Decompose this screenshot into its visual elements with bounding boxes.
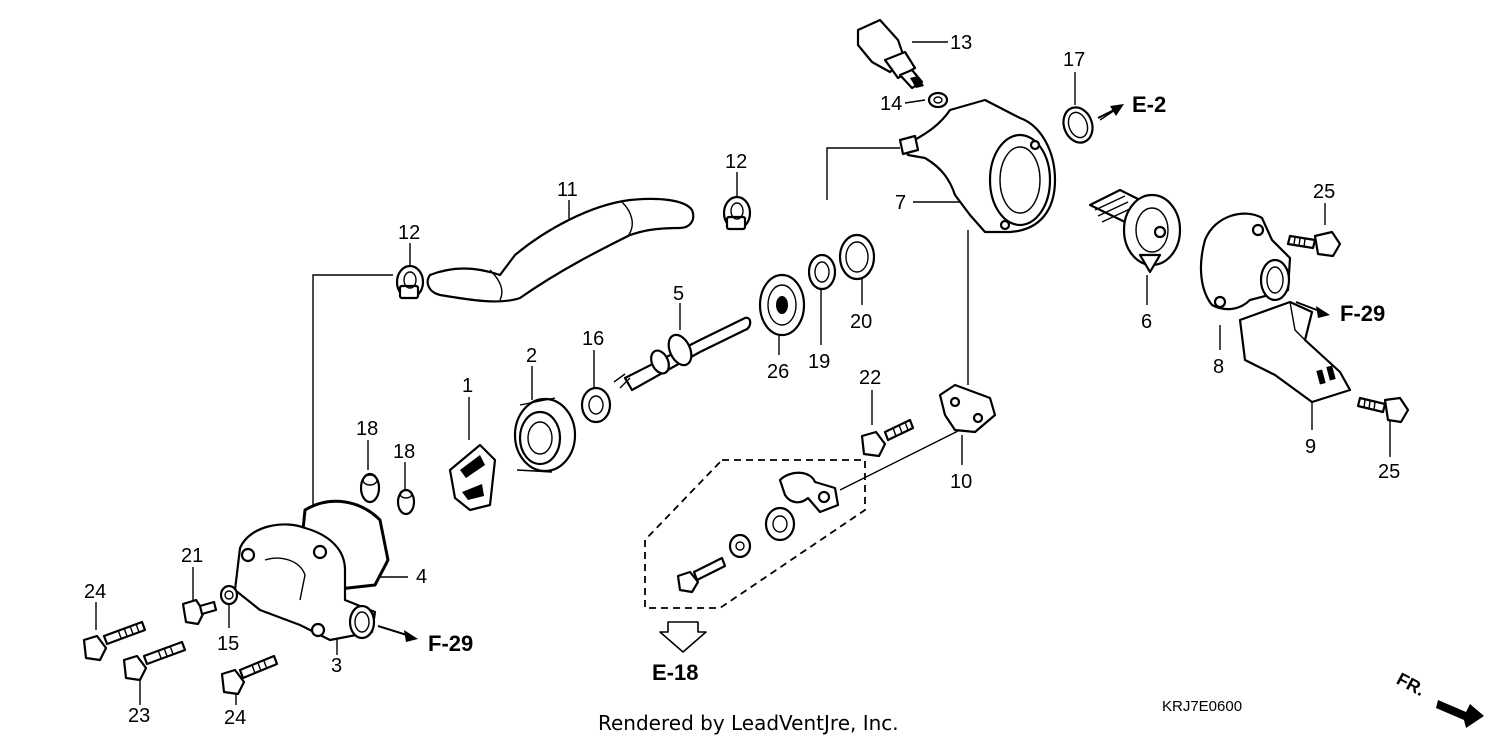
cover-bolt-middle (122, 640, 187, 682)
callout-16: 16 (582, 328, 604, 350)
dowel-pin-left (359, 472, 381, 504)
callout-12-right: 12 (725, 151, 747, 173)
diagram-code: KRJ7E0600 (1162, 698, 1242, 715)
mechanical-seal (513, 397, 577, 473)
callout-25-upper: 25 (1313, 181, 1335, 203)
temperature-sensor (856, 18, 924, 90)
callout-6: 6 (1141, 311, 1152, 333)
oil-seal (807, 253, 837, 291)
sealing-washer (927, 91, 949, 109)
callout-13: 13 (950, 32, 972, 54)
callout-24-left: 24 (84, 581, 106, 603)
arrow-right-icon (1295, 301, 1330, 318)
cover-bolt-upper (82, 620, 147, 662)
callout-12-left: 12 (398, 222, 420, 244)
stay-bolt (860, 418, 915, 458)
callout-3: 3 (331, 655, 342, 677)
hose-clamp-right (722, 195, 752, 231)
thermostat-housing (898, 98, 1057, 234)
ball-bearing (758, 273, 806, 337)
callout-1: 1 (462, 375, 473, 397)
dowel-pin-right (396, 488, 416, 516)
callout-18-left: 18 (356, 418, 378, 440)
callout-22: 22 (859, 367, 881, 389)
front-direction-arrow-icon (1436, 700, 1484, 728)
arrow-right-icon (1097, 104, 1124, 119)
hose-stay (839, 383, 997, 491)
pump-shaft (613, 316, 752, 392)
callout-24-right: 24 (224, 707, 246, 729)
down-arrow-icon (659, 621, 707, 653)
reference-f29-left: F-29 (428, 631, 473, 656)
seal-washer (580, 386, 612, 424)
callout-17: 17 (1063, 49, 1085, 71)
callout-23: 23 (128, 705, 150, 727)
callout-10: 10 (950, 471, 972, 493)
callout-15: 15 (217, 633, 239, 655)
sub-assembly-group (644, 459, 866, 609)
callout-9: 9 (1305, 436, 1316, 458)
reference-e2: E-2 (1132, 92, 1166, 117)
render-credit: Rendered by LeadVentJre, Inc. (598, 711, 899, 735)
o-ring (1062, 106, 1094, 144)
reference-f29-right: F-29 (1340, 301, 1385, 326)
flange-bolt-upper (1286, 230, 1342, 258)
mounting-bracket (1238, 300, 1352, 404)
callout-labels: 1 2 3 4 5 6 7 8 9 10 11 12 12 13 14 15 1… (84, 32, 1400, 729)
callout-20: 20 (850, 311, 872, 333)
reference-e18: E-18 (652, 660, 698, 685)
callout-21: 21 (181, 545, 203, 567)
copper-washer (219, 584, 239, 606)
flange-bolt-lower (1356, 396, 1410, 424)
callout-8: 8 (1213, 356, 1224, 378)
callout-4: 4 (416, 566, 427, 588)
reference-labels: E-2 F-29 F-29 E-18 (428, 92, 1385, 685)
callout-26: 26 (767, 361, 789, 383)
leader-lines (95, 41, 1391, 705)
callout-2: 2 (526, 345, 537, 367)
coolant-hose (426, 197, 695, 303)
callout-19: 19 (808, 351, 830, 373)
hose-clamp-left (395, 264, 425, 300)
callout-11: 11 (557, 179, 578, 201)
water-pump-impeller (448, 443, 497, 512)
callout-18-right: 18 (393, 441, 415, 463)
callout-14: 14 (880, 93, 902, 115)
callout-5: 5 (673, 283, 684, 305)
arrow-right-icon (377, 625, 418, 642)
front-label: FR. (1393, 669, 1428, 700)
snap-ring (838, 233, 876, 281)
callout-7: 7 (895, 192, 906, 214)
thermostat (1088, 188, 1182, 274)
water-hose-joint (1199, 212, 1292, 311)
callout-25-lower: 25 (1378, 461, 1400, 483)
water-pump-cover (233, 523, 377, 642)
cover-bolt-lower (220, 654, 279, 696)
drain-bolt (181, 598, 218, 626)
